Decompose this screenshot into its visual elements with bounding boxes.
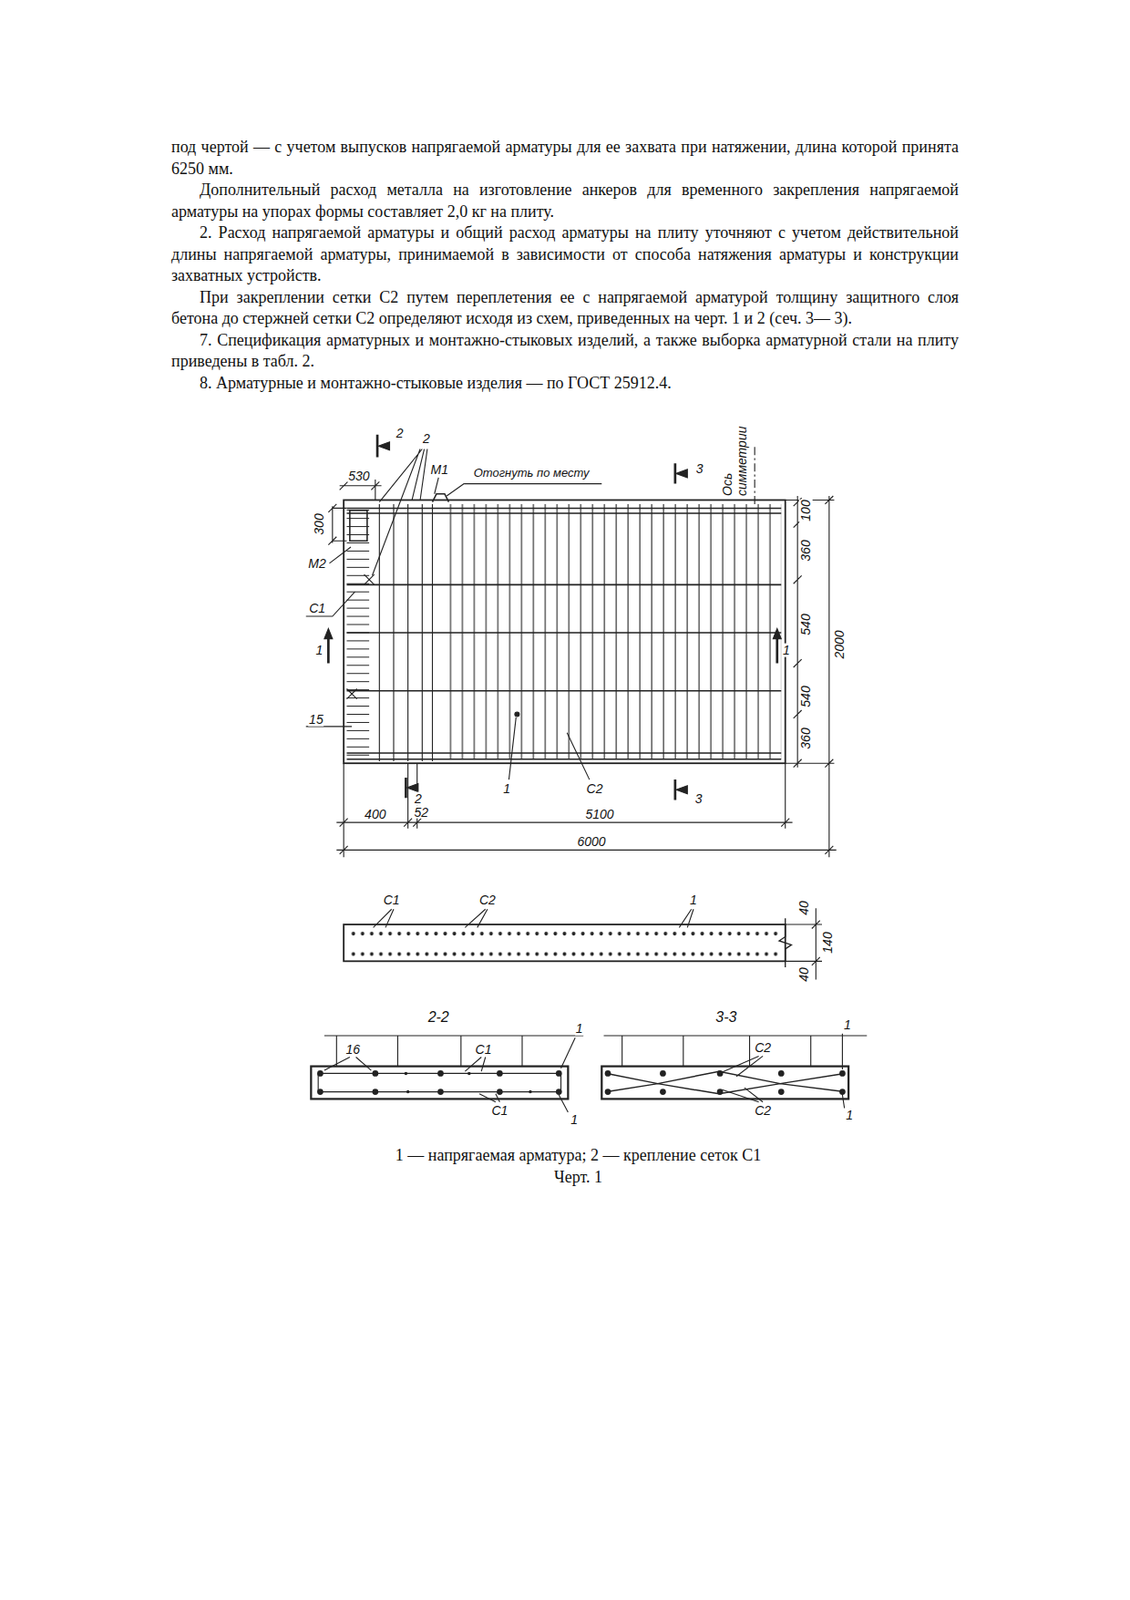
slab-edge	[343, 924, 786, 961]
dimension-label: 400	[363, 807, 387, 822]
m2-part	[349, 510, 368, 542]
slab-outline	[343, 499, 786, 763]
dimension-label: 530	[347, 468, 370, 483]
dimension-label: 40	[797, 965, 812, 983]
figure-key: 1 — напрягаемая арматура; 2 — крепление …	[394, 1145, 763, 1166]
callout-number: 1	[688, 893, 699, 907]
dimension-label: 6000	[576, 834, 607, 849]
leader-line	[324, 1037, 576, 1112]
section-2-2	[310, 1035, 584, 1112]
section-arrow	[324, 441, 781, 794]
dimension-line	[785, 495, 835, 768]
dimension-label: 360	[799, 539, 813, 563]
leader-line	[306, 546, 356, 727]
section-3-3	[601, 1033, 867, 1109]
dot	[514, 711, 520, 717]
text-flow: под чертой — с учетом выпусков напрягаем…	[171, 136, 959, 394]
prestressed-bars	[347, 507, 782, 759]
leader-line	[508, 717, 589, 780]
dimension-label: 2000	[832, 629, 847, 660]
mesh-c2	[440, 503, 781, 760]
extension-line	[343, 762, 830, 857]
figure-caption: Черт. 1	[553, 1167, 604, 1188]
dimension-line	[328, 503, 347, 545]
section-title: 3-3	[714, 1008, 738, 1025]
callout-number: 1	[575, 1021, 585, 1036]
section-label: 3	[695, 461, 705, 475]
leader-line	[719, 1033, 845, 1109]
callout-number: 1	[844, 1108, 854, 1122]
callout-number: 1	[569, 1111, 579, 1126]
part-label: С1	[382, 893, 401, 907]
bar-dots	[347, 947, 782, 958]
elevation-view	[343, 907, 822, 979]
body-paragraph: Дополнительный расход металла на изготов…	[171, 179, 959, 223]
outline-line	[604, 1035, 868, 1067]
body-paragraph: под чертой — с учетом выпусков напрягаем…	[171, 136, 959, 180]
dimension-label: 140	[820, 930, 834, 954]
section-marker	[328, 434, 777, 801]
leader-line	[434, 477, 603, 496]
dimension-label: 52	[412, 804, 430, 819]
section-title: 2-2	[427, 1008, 451, 1025]
part-label: М2	[307, 555, 327, 570]
part-label: М1	[430, 462, 450, 476]
leader-line	[373, 908, 694, 927]
section-outline	[310, 1066, 568, 1100]
dimension-label: 5100	[585, 807, 616, 822]
section-label: 3	[694, 791, 704, 806]
leader-line	[371, 449, 427, 576]
m1-part	[432, 493, 450, 503]
part-label: С2	[753, 1040, 772, 1055]
body-paragraph: 8. Арматурные и монтажно-стыковые издели…	[171, 372, 959, 395]
body-paragraph: 7. Спецификация арматурных и монтажно-ст…	[171, 329, 959, 373]
part-label: С1	[308, 601, 327, 616]
symmetry-axis	[754, 446, 756, 506]
bar-dots	[347, 926, 782, 937]
callout-number: 16	[344, 1041, 361, 1056]
part-label: С1	[490, 1102, 509, 1117]
callout-number: 1	[842, 1017, 853, 1031]
part-label: С2	[478, 893, 497, 907]
note-label: Отогнуть по месту	[472, 466, 591, 480]
dimension-line	[336, 818, 792, 827]
section-label: 2	[413, 791, 423, 806]
dimension-label: 300	[312, 513, 327, 536]
dimension-label: 540	[799, 685, 813, 709]
body-paragraph: При закреплении сетки С2 путем переплете…	[171, 287, 959, 330]
outline-line	[324, 1035, 584, 1067]
part-label: С2	[585, 781, 605, 796]
part-label: С2	[753, 1102, 772, 1117]
plan-view	[306, 434, 837, 857]
callout-number: 15	[308, 712, 325, 727]
dimension-label: 100	[799, 498, 813, 522]
dimension-label: 40	[797, 899, 812, 916]
body-paragraph: 2. Расход напрягаемой арматуры и общий р…	[171, 222, 959, 288]
callout-number: 2	[421, 431, 432, 446]
section-label: 1	[781, 643, 791, 658]
section-label: 1	[314, 643, 324, 658]
axis-label: Ось симметрии	[719, 425, 750, 497]
part-label: С1	[474, 1041, 494, 1056]
dimension-label: 540	[799, 612, 813, 636]
dimension-label: 360	[799, 727, 813, 750]
cross-mark	[347, 574, 375, 699]
callout-number: 1	[502, 781, 512, 796]
break-line	[779, 917, 791, 967]
dimension-line	[339, 479, 382, 500]
section-label: 2	[395, 425, 405, 440]
